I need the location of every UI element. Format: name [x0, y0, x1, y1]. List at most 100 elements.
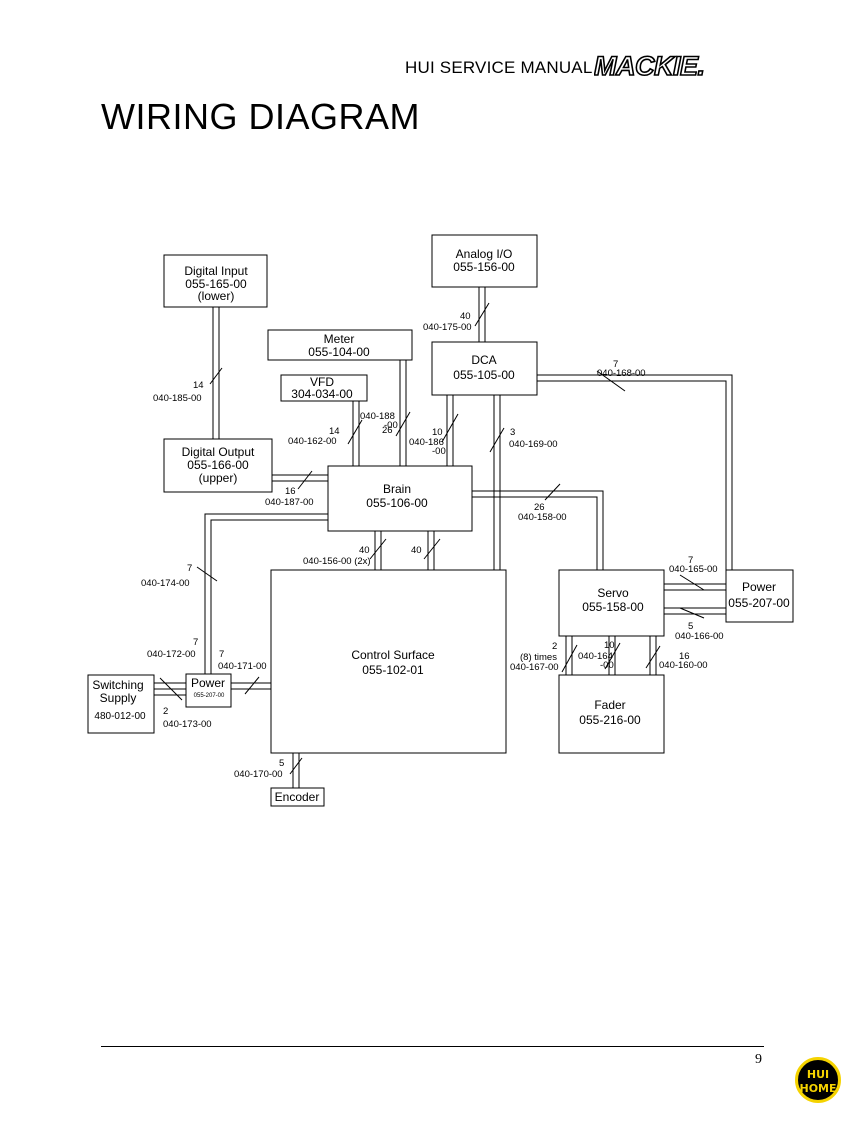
digital-input-block: [163, 254, 268, 308]
brain-part: 055-106-00: [366, 496, 428, 510]
cable-040-166-part: 040-166-00: [675, 631, 724, 642]
page-title: WIRING DIAGRAM: [101, 96, 420, 137]
cable-040-172-count: 7: [193, 637, 198, 648]
cable-040-186-part-line2: -00: [432, 446, 446, 457]
footer-rule: [101, 1046, 764, 1047]
cable-040-164-part-line2: -00: [600, 660, 614, 671]
switching-supply-name-line1: Switching: [92, 678, 143, 692]
cable-040-188-count: 26: [382, 425, 393, 436]
cable-040-158-count: 26: [534, 502, 545, 513]
hui-home-button[interactable]: HUI HOME: [795, 1057, 841, 1103]
cable-040-164-part-line1: 040-164: [578, 651, 613, 662]
servo-block: [558, 569, 665, 637]
power-left-part: 055-207-00: [194, 693, 225, 699]
digital-input-note: (lower): [198, 289, 235, 303]
control-surface-block: [270, 569, 507, 754]
cable-040-188-part-line2: -00: [384, 420, 398, 431]
digital-input-part: 055-165-00: [185, 277, 247, 291]
cable-040-162-count: 14: [329, 426, 340, 437]
cable-040-156b-count: 40: [411, 545, 422, 556]
cable-040-165-count: 7: [688, 555, 693, 566]
dca-block: [431, 341, 538, 396]
cable-040-160-count: 16: [679, 651, 690, 662]
home-button-line1: HUI: [806, 1068, 830, 1081]
cable-040-164-count: 10: [604, 640, 615, 651]
cable-040-174-part: 040-174-00: [141, 578, 190, 589]
fader-part: 055-216-00: [579, 713, 641, 727]
cable-040-170-part: 040-170-00: [234, 769, 283, 780]
analog-io-block: [431, 234, 538, 288]
mackie-logo: MACKIE.: [594, 52, 706, 78]
cable-040-186-count: 10: [432, 427, 443, 438]
power-left-name: Power: [191, 676, 225, 690]
digital-output-block: [163, 438, 273, 493]
cable-040-158-part: 040-158-00: [518, 512, 567, 523]
page-number: 9: [755, 1052, 762, 1067]
cable-040-172-part: 040-172-00: [147, 649, 196, 660]
switching-supply-part: 480-012-00: [94, 711, 146, 722]
cable-040-188-part-line1: 040-188: [360, 411, 395, 422]
fader-block: [558, 674, 665, 754]
power-left-block: [185, 673, 232, 708]
home-button-line2: HOME: [799, 1082, 837, 1095]
cable-040-186-part-line1: 040-186: [409, 437, 444, 448]
brain-name: Brain: [383, 482, 411, 496]
cable-labels: 40 040-175-00 14 040-185-00 7 040-168-00…: [141, 311, 724, 780]
power-right-name: Power: [742, 580, 776, 594]
cable-040-185-count: 14: [193, 380, 204, 391]
cable-040-165-part: 040-165-00: [669, 564, 718, 575]
meter-name: Meter: [324, 332, 355, 346]
cable-040-156-count: 40: [359, 545, 370, 556]
cable-040-162-part: 040-162-00: [288, 436, 337, 447]
cable-040-185-part: 040-185-00: [153, 393, 202, 404]
servo-name: Servo: [597, 586, 629, 600]
vfd-block: [280, 374, 368, 402]
switching-supply-name-line2: Supply: [100, 691, 137, 705]
digital-output-part: 055-166-00: [187, 458, 249, 472]
control-surface-part: 055-102-01: [362, 663, 424, 677]
meter-block: [267, 329, 413, 361]
cable-040-174-count: 7: [187, 563, 192, 574]
cable-040-175-count: 40: [460, 311, 471, 322]
block-labels: Analog I/O 055-156-00 Digital Input 055-…: [92, 247, 790, 804]
cable-040-187-count: 16: [285, 486, 296, 497]
cable-040-175-part: 040-175-00: [423, 322, 472, 333]
cable-040-173-count: 2: [163, 706, 168, 717]
cable-040-171-count: 7: [219, 649, 224, 660]
encoder-name: Encoder: [275, 790, 320, 804]
cable-040-160-part: 040-160-00: [659, 660, 708, 671]
cable-040-168-count: 7: [613, 359, 618, 370]
digital-input-name: Digital Input: [184, 264, 248, 278]
servo-part: 055-158-00: [582, 600, 644, 614]
digital-output-name: Digital Output: [182, 445, 255, 459]
meter-part: 055-104-00: [308, 345, 370, 359]
analog-io-part: 055-156-00: [453, 260, 515, 274]
cable-040-167-note: (8) times: [520, 652, 557, 663]
header-title: HUI SERVICE MANUAL: [405, 58, 593, 77]
power-right-part: 055-207-00: [728, 596, 790, 610]
cable-040-187-part: 040-187-00: [265, 497, 314, 508]
cable-040-167-count: 2: [552, 641, 557, 652]
power-right-block: [725, 569, 794, 623]
dca-part: 055-105-00: [453, 368, 515, 382]
control-surface-name: Control Surface: [351, 648, 435, 662]
cable-040-169-count: 3: [510, 427, 515, 438]
vfd-part: 304-034-00: [291, 387, 353, 401]
cable-040-156-part: 040-156-00 (2x): [303, 556, 371, 567]
mackie-logo-text: MACKIE.: [594, 52, 705, 78]
blocks: [87, 234, 794, 807]
encoder-block: [270, 787, 325, 807]
cable-040-173-part: 040-173-00: [163, 719, 212, 730]
cable-040-170-count: 5: [279, 758, 284, 769]
analog-io-name: Analog I/O: [456, 247, 513, 261]
cable-040-166-count: 5: [688, 621, 693, 632]
brain-block: [327, 465, 473, 532]
switching-supply-block: [87, 674, 155, 734]
cable-040-168-part: 040-168-00: [597, 368, 646, 379]
dca-name: DCA: [471, 353, 496, 367]
cable-040-171-part: 040-171-00: [218, 661, 267, 672]
cable-040-169-part: 040-169-00: [509, 439, 558, 450]
vfd-name: VFD: [310, 375, 334, 389]
cable-040-167-part: 040-167-00: [510, 662, 559, 673]
